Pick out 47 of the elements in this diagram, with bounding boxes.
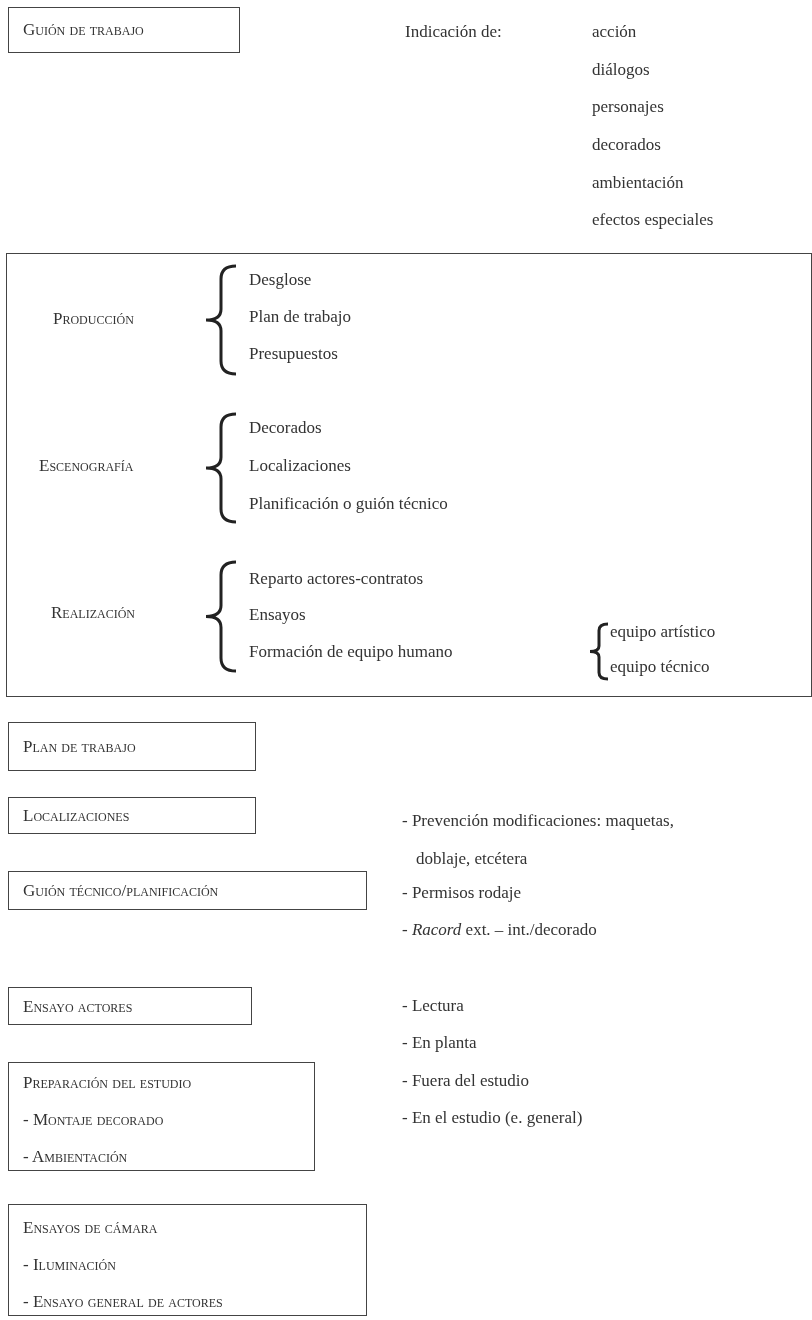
list-item: - Fuera del estudio: [402, 1070, 529, 1092]
list-item: - Lectura: [402, 995, 464, 1017]
group-frame: [6, 253, 812, 697]
box-label: - Montaje decorado: [23, 1109, 164, 1131]
box-label: - Ambientación: [23, 1146, 128, 1168]
section-heading: Producción: [53, 308, 134, 330]
list-item: acción: [592, 21, 637, 43]
process-box: [8, 722, 256, 771]
process-box: [8, 1062, 315, 1171]
box-label: Guión de trabajo: [23, 19, 144, 41]
process-box: [8, 797, 256, 834]
list-item: decorados: [592, 134, 661, 156]
list-item: - Racord ext. – int./decorado: [402, 919, 597, 941]
section-heading: Escenografía: [39, 455, 134, 477]
box-label: Plan de trabajo: [23, 736, 136, 758]
list-item: Reparto actores-contratos: [249, 568, 424, 590]
label-text: Indicación de:: [405, 21, 502, 43]
box-label: - Ensayo general de actores: [23, 1291, 223, 1313]
list-item: Formación de equipo humano: [249, 641, 453, 663]
list-item: equipo artístico: [610, 621, 716, 643]
list-item: ambientación: [592, 172, 684, 194]
list-item: Desglose: [249, 269, 312, 291]
list-item: Ensayos: [249, 604, 306, 626]
box-label: Guión técnico/planificación: [23, 880, 219, 902]
process-box: [8, 7, 240, 53]
process-box: [8, 871, 367, 910]
list-item: - Prevención modificaciones: maquetas, doblaje, etcétera: [402, 810, 675, 870]
process-box: [8, 1204, 367, 1316]
box-label: Preparación del estudio: [23, 1072, 192, 1094]
list-item: Plan de trabajo: [249, 306, 351, 328]
box-label: Ensayo actores: [23, 996, 133, 1018]
section-heading: Realización: [51, 602, 135, 624]
list-item: equipo técnico: [610, 656, 710, 678]
list-item: Decorados: [249, 417, 322, 439]
list-item: - Permisos rodaje: [402, 882, 521, 904]
list-item: - En el estudio (e. general): [402, 1107, 583, 1129]
process-box: [8, 987, 252, 1025]
list-item: Presupuestos: [249, 343, 338, 365]
list-item: efectos especiales: [592, 209, 714, 231]
list-item: Localizaciones: [249, 455, 351, 477]
box-label: - Iluminación: [23, 1254, 116, 1276]
list-item: Planificación o guión técnico: [249, 493, 448, 515]
list-item: diálogos: [592, 59, 650, 81]
list-item: - En planta: [402, 1032, 477, 1054]
box-label: Localizaciones: [23, 805, 130, 827]
box-label: Ensayos de cámara: [23, 1217, 158, 1239]
list-item: personajes: [592, 96, 664, 118]
